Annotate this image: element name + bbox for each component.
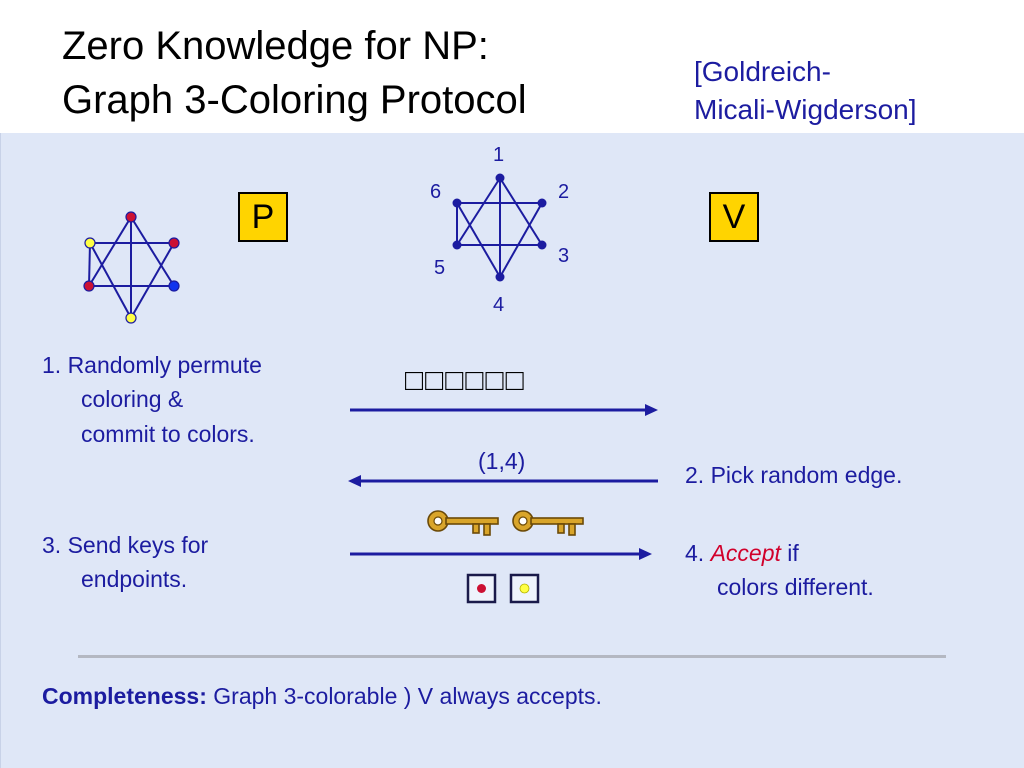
step1-line-3: commit to colors. <box>81 421 255 447</box>
step4-suffix: if <box>780 540 799 566</box>
arrow-verifier-to-prover <box>348 475 658 487</box>
edge <box>456 177 501 246</box>
colored-graph <box>83 211 180 324</box>
edge <box>88 242 91 287</box>
slide-title-line-2: Graph 3-Coloring Protocol <box>62 78 527 122</box>
vertex-label-3: 3 <box>558 245 570 267</box>
vertex-label-5: 5 <box>434 257 446 279</box>
challenge-edge: (1,4) <box>478 448 526 474</box>
edge <box>456 202 501 278</box>
completeness-text: Graph 3-colorable ) V always accepts. <box>206 683 602 709</box>
step4-prefix: 4. <box>685 540 711 566</box>
commitment-boxes: □□□□□□ <box>405 364 526 397</box>
step3-line-2: endpoints. <box>81 566 188 592</box>
step3-line-1: 3. Send keys for <box>42 532 209 558</box>
numbered-graph-edges <box>456 177 543 278</box>
vertex-yellow <box>519 583 530 594</box>
edge <box>89 242 132 319</box>
vertex-red <box>125 211 137 223</box>
vertex-2 <box>537 198 547 208</box>
edge <box>88 216 132 287</box>
step2-text: 2. Pick random edge. <box>685 462 903 488</box>
step4-line-1: 4. Accept if <box>685 542 799 565</box>
edge <box>499 202 543 278</box>
step4-accept: Accept <box>710 540 781 566</box>
key-icon <box>512 510 584 536</box>
vertex-red <box>168 237 180 249</box>
colored-graph-edges <box>88 216 175 319</box>
vertex-yellow <box>84 237 96 249</box>
vertex-red <box>477 584 486 593</box>
vertex-yellow <box>125 312 137 324</box>
reference-line-1: [Goldreich- <box>694 56 831 87</box>
reference-line-2: Micali-Wigderson] <box>694 94 917 125</box>
slide-title-line-1: Zero Knowledge for NP: <box>62 24 489 68</box>
completeness-statement: Completeness: Graph 3-colorable ) V alwa… <box>42 685 602 708</box>
vertex-4 <box>495 272 505 282</box>
key-icon <box>427 510 499 536</box>
vertex-5 <box>452 240 462 250</box>
arrow-prover-to-verifier-1 <box>350 404 658 416</box>
vertex-3 <box>537 240 547 250</box>
vertex-red <box>83 280 95 292</box>
step1-line-2: coloring & <box>81 386 184 412</box>
divider <box>78 655 946 658</box>
revealed-colors <box>466 573 540 604</box>
vertex-blue <box>168 280 180 292</box>
edge <box>130 242 175 319</box>
numbered-graph <box>452 173 547 282</box>
edge <box>499 177 543 246</box>
edge <box>130 216 175 287</box>
vertex-1 <box>495 173 505 183</box>
vertex-label-6: 6 <box>430 181 442 203</box>
prover-box: P <box>238 192 288 242</box>
completeness-label: Completeness: <box>42 683 207 709</box>
vertex-label-1: 1 <box>493 144 505 166</box>
vertex-6 <box>452 198 462 208</box>
verifier-box: V <box>709 192 759 242</box>
arrow-prover-to-verifier-2 <box>350 548 652 560</box>
step4-line-2: colors different. <box>717 574 874 600</box>
vertex-label-2: 2 <box>558 181 570 203</box>
step1-line-1: 1. Randomly permute <box>42 352 262 378</box>
vertex-label-4: 4 <box>493 294 505 316</box>
